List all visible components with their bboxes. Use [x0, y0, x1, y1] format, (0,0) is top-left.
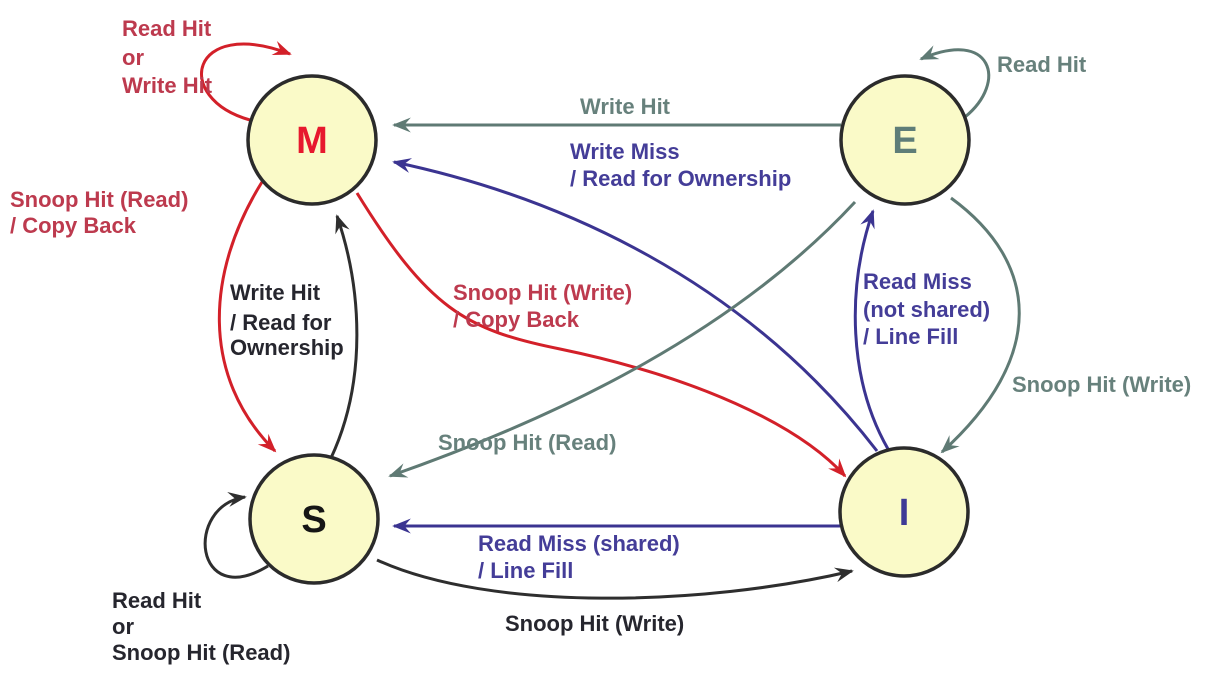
state-node-s — [248, 453, 380, 585]
label-line: Snoop Hit (Read) — [10, 187, 188, 212]
label-line: (not shared) — [863, 297, 990, 322]
edge-i-to-e-arrow — [853, 209, 890, 450]
label-m-to-s: Snoop Hit (Read) / Copy Back — [10, 187, 188, 238]
edge-i-to-m-arrow — [392, 158, 879, 452]
label-line: Write Miss — [570, 139, 680, 164]
edge-e-to-i-arrow — [940, 196, 1021, 454]
label-line: / Copy Back — [10, 213, 137, 238]
label-i-to-s: Read Miss (shared) / Line Fill — [478, 531, 680, 583]
edge-m-to-s-arrow — [217, 181, 277, 453]
label-line: / Line Fill — [863, 324, 958, 349]
label-e-to-m: Write Hit — [580, 94, 671, 119]
label-line: or — [122, 45, 144, 70]
label-e-to-i: Snoop Hit (Write) — [1012, 372, 1191, 397]
label-line: Write Hit — [230, 280, 321, 305]
label-s-to-m: Write Hit / Read for Ownership — [230, 280, 344, 360]
edge-e-to-s-arrow — [388, 200, 857, 478]
state-label-e: E — [892, 120, 917, 162]
label-line: / Copy Back — [453, 307, 580, 332]
label-e-self-loop: Read Hit — [997, 52, 1087, 77]
edge-m-to-i-arrow — [355, 192, 847, 478]
label-m-self-loop: Read Hit or Write Hit — [122, 16, 213, 98]
label-line: Read Hit — [112, 588, 202, 613]
label-line: Snoop Hit (Write) — [453, 280, 632, 305]
label-e-to-s: Snoop Hit (Read) — [438, 430, 616, 455]
label-m-to-i: Snoop Hit (Write) / Copy Back — [453, 280, 632, 332]
edge-m-self-loop-arrow — [200, 41, 292, 122]
label-line: Write Hit — [122, 73, 213, 98]
state-node-e — [839, 74, 971, 206]
label-line: / Read for — [230, 310, 332, 335]
state-node-m — [246, 74, 378, 206]
label-line: Ownership — [230, 335, 344, 360]
label-s-self-loop: Read Hit or Snoop Hit (Read) — [112, 588, 290, 665]
label-line: Read Hit — [122, 16, 212, 41]
label-i-to-e: Read Miss (not shared) / Line Fill — [863, 269, 990, 349]
label-i-to-m: Write Miss / Read for Ownership — [570, 139, 791, 191]
label-s-to-i: Snoop Hit (Write) — [505, 611, 684, 636]
label-line: / Line Fill — [478, 558, 573, 583]
state-label-m: M — [296, 120, 328, 162]
label-line: Snoop Hit (Read) — [112, 640, 290, 665]
label-line: Read Miss — [863, 269, 972, 294]
label-line: or — [112, 614, 134, 639]
edge-e-self-loop-arrow — [919, 45, 991, 119]
label-line: Read Miss (shared) — [478, 531, 680, 556]
edge-s-to-i-arrow — [376, 558, 854, 600]
state-label-i: I — [899, 492, 910, 534]
edge-s-to-m-arrow — [329, 214, 359, 459]
state-node-i — [838, 446, 970, 578]
edge-s-self-loop-arrow — [203, 492, 269, 579]
label-line: / Read for Ownership — [570, 166, 791, 191]
state-label-s: S — [301, 499, 326, 541]
